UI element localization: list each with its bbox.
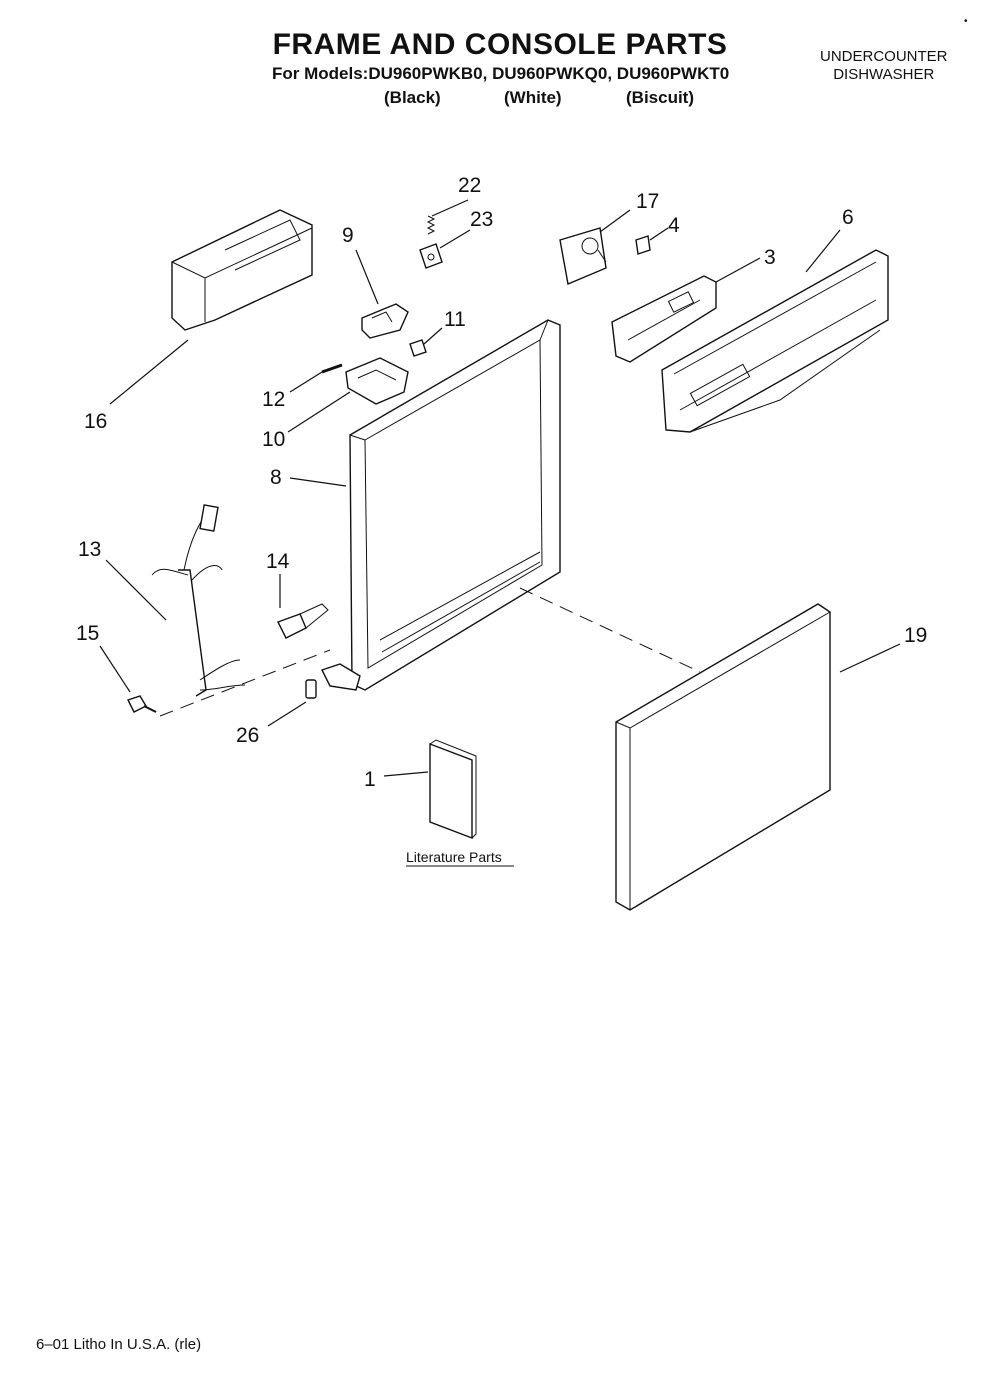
part-1-literature[interactable] bbox=[429, 739, 477, 840]
part-4-clip[interactable] bbox=[635, 235, 651, 255]
callout-23: 23 bbox=[470, 208, 493, 231]
variant-white: (White) bbox=[504, 88, 562, 107]
part-19-door-panel[interactable] bbox=[615, 603, 831, 911]
literature-parts-label: Literature Parts bbox=[406, 849, 502, 865]
model-numbers: For Models:DU960PWKB0, DU960PWKQ0, DU960… bbox=[272, 64, 730, 83]
callout-14: 14 bbox=[266, 550, 290, 573]
part-16-console-cover[interactable] bbox=[171, 209, 313, 331]
callout-16: 16 bbox=[84, 410, 107, 433]
variant-biscuit: (Biscuit) bbox=[626, 88, 694, 107]
footer-print-line: 6–01 Litho In U.S.A. (rle) bbox=[36, 1336, 202, 1353]
part-12-pin[interactable] bbox=[321, 363, 343, 374]
part-6-control-panel[interactable] bbox=[661, 249, 889, 433]
callout-26: 26 bbox=[236, 724, 259, 747]
callout-8: 8 bbox=[270, 466, 282, 489]
callout-labels: 22 23 17 4 9 3 6 11 12 16 10 8 13 14 15 … bbox=[76, 174, 927, 791]
part-9-latch[interactable] bbox=[361, 303, 409, 339]
callout-4: 4 bbox=[668, 214, 680, 237]
callout-12: 12 bbox=[262, 388, 285, 411]
callout-17: 17 bbox=[636, 190, 659, 213]
part-23-clip[interactable] bbox=[419, 243, 443, 269]
part-15-screw[interactable] bbox=[127, 695, 157, 713]
appliance-type-line2: DISHWASHER bbox=[833, 66, 935, 83]
variant-black: (Black) bbox=[384, 88, 441, 107]
callout-13: 13 bbox=[78, 538, 101, 561]
callout-11: 11 bbox=[444, 308, 466, 331]
part-17-switch[interactable] bbox=[559, 227, 607, 285]
leader-lines bbox=[99, 199, 901, 777]
part-22-spring[interactable] bbox=[426, 215, 436, 235]
appliance-type: UNDERCOUNTER DISHWASHER bbox=[820, 48, 948, 84]
part-8-door-frame[interactable] bbox=[321, 319, 561, 691]
callout-6: 6 bbox=[842, 206, 854, 229]
callout-9: 9 bbox=[342, 224, 354, 247]
part-13-wire-harness[interactable] bbox=[151, 504, 246, 697]
part-11-switch[interactable] bbox=[409, 339, 427, 357]
part-10-latch-housing[interactable] bbox=[345, 357, 409, 405]
part-14-sensor[interactable] bbox=[277, 603, 329, 639]
part-26-clip[interactable] bbox=[305, 679, 317, 699]
callout-3: 3 bbox=[764, 246, 776, 269]
callout-10: 10 bbox=[262, 428, 285, 451]
part-3-control-board[interactable] bbox=[611, 275, 717, 363]
callout-1: 1 bbox=[364, 768, 376, 791]
callout-19: 19 bbox=[904, 624, 927, 647]
corner-mark: • bbox=[964, 16, 968, 27]
callout-15: 15 bbox=[76, 622, 99, 645]
callout-22: 22 bbox=[458, 174, 481, 197]
page-title: FRAME AND CONSOLE PARTS bbox=[272, 28, 728, 61]
appliance-type-line1: UNDERCOUNTER bbox=[820, 48, 948, 65]
